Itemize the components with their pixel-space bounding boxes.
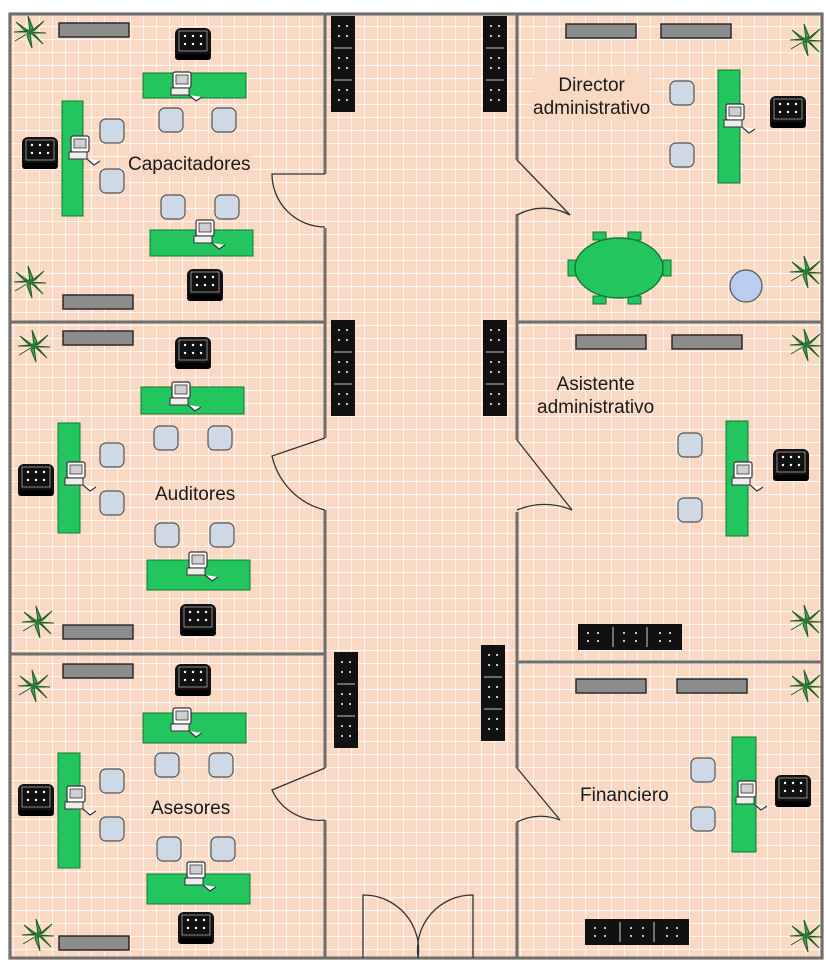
room-label-capacitadores: Capacitadores [128,153,251,176]
room-asistente [575,328,823,651]
room-label-asistente: Asistente administrativo [537,374,655,418]
meeting-table [567,231,672,305]
round-side-table [729,269,763,303]
room-asesores [17,663,251,952]
room-label-asesores: Asesores [151,798,231,819]
room-label-director: Director administrativo [533,74,651,120]
room-label-auditores: Auditores [155,484,236,505]
doors [271,159,573,959]
room-capacitadores [13,15,254,310]
room-financiero [575,669,823,953]
walls [8,12,824,960]
room-auditores [17,329,251,640]
room-director [565,23,823,305]
room-label-financiero: Financiero [580,785,669,806]
